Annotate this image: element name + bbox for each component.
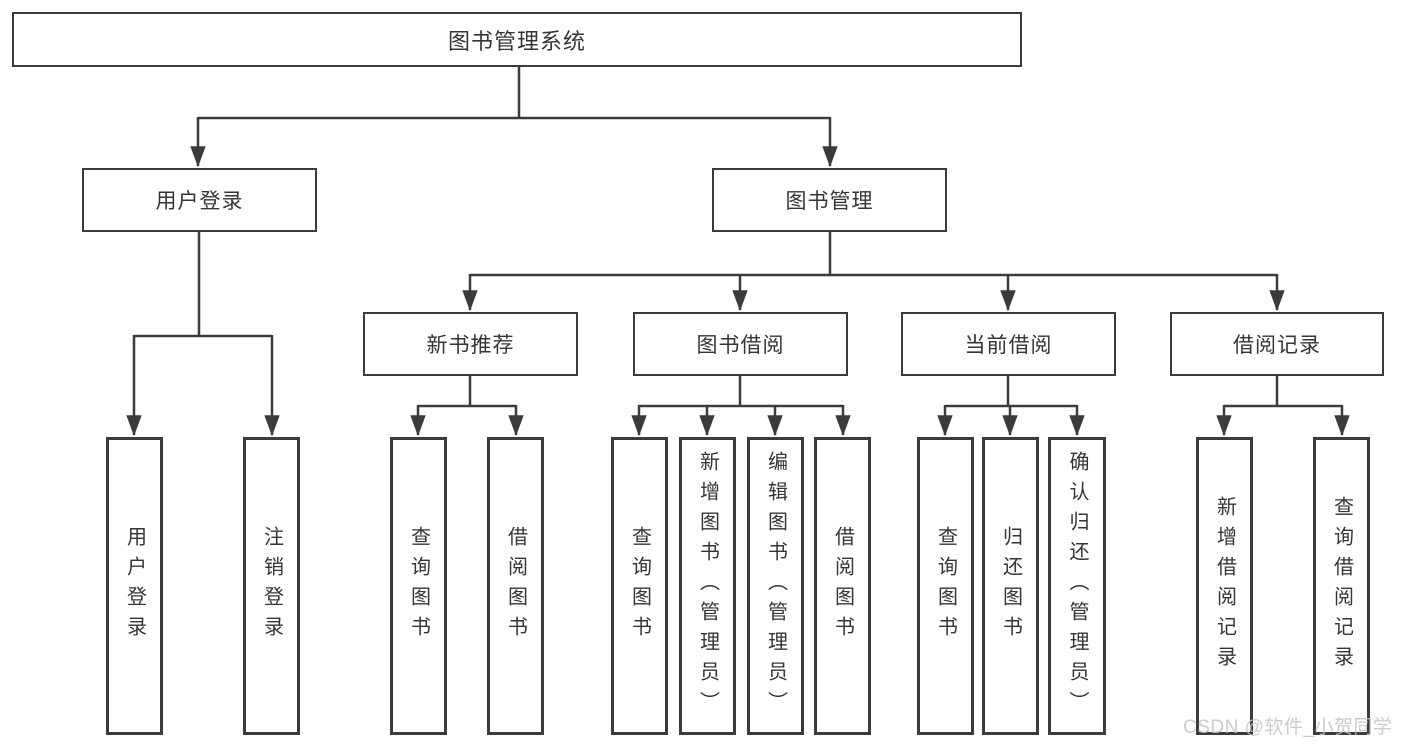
leaf-return-books-label: 归还图书	[999, 526, 1022, 646]
node-book-borrow-label: 图书借阅	[696, 334, 785, 357]
leaf-query-borrow-record: 查询借阅记录	[1313, 437, 1370, 735]
leaf-logout-label: 注销登录	[260, 526, 283, 646]
node-root-label: 图书管理系统	[447, 28, 586, 54]
leaf-query-books-borrow: 查询图书	[611, 437, 668, 735]
node-book-management: 图书管理	[712, 168, 947, 232]
leaf-query-books-current: 查询图书	[917, 437, 974, 735]
leaf-add-books-admin: 新增图书（管理员）	[679, 437, 736, 735]
edges-borrow-records-to-leaves	[1216, 376, 1350, 437]
leaf-return-books: 归还图书	[982, 437, 1039, 735]
node-new-book-recommend-label: 新书推荐	[426, 334, 515, 357]
leaf-user-login: 用户登录	[106, 437, 163, 735]
edges-current-borrow-to-leaves	[937, 376, 1085, 437]
edges-user-login-to-leaves	[126, 232, 280, 437]
edges-root-to-level2	[190, 67, 838, 168]
leaf-borrow-books-recommend-label: 借阅图书	[504, 526, 527, 646]
node-user-login-label: 用户登录	[155, 190, 244, 213]
node-user-login: 用户登录	[82, 168, 317, 232]
leaf-add-borrow-record-label: 新增借阅记录	[1213, 496, 1236, 676]
watermark: CSDN @软件_小贺同学	[1183, 717, 1393, 738]
node-root: 图书管理系统	[12, 12, 1022, 67]
node-current-borrow-label: 当前借阅	[964, 334, 1053, 357]
leaf-add-books-admin-label: 新增图书（管理员）	[696, 451, 719, 721]
node-borrow-records: 借阅记录	[1170, 312, 1384, 376]
leaf-confirm-return-admin: 确认归还（管理员）	[1048, 437, 1106, 735]
leaf-borrow-books-recommend: 借阅图书	[487, 437, 544, 735]
leaf-query-books-borrow-label: 查询图书	[628, 526, 651, 646]
node-current-borrow: 当前借阅	[901, 312, 1116, 376]
leaf-query-books-current-label: 查询图书	[934, 526, 957, 646]
node-book-management-label: 图书管理	[785, 190, 874, 213]
leaf-edit-books-admin-label: 编辑图书（管理员）	[764, 451, 787, 721]
edges-book-borrow-to-leaves	[631, 376, 851, 437]
leaf-borrow-books-label: 借阅图书	[831, 526, 854, 646]
leaf-edit-books-admin: 编辑图书（管理员）	[747, 437, 804, 735]
leaf-confirm-return-admin-label: 确认归还（管理员）	[1066, 451, 1088, 721]
node-book-borrow: 图书借阅	[633, 312, 848, 376]
leaf-user-login-label: 用户登录	[123, 526, 146, 646]
edges-book-mgmt-to-level3	[462, 232, 1285, 312]
leaf-query-books-recommend-label: 查询图书	[407, 526, 430, 646]
leaf-logout: 注销登录	[243, 437, 300, 735]
node-new-book-recommend: 新书推荐	[363, 312, 578, 376]
edges-new-book-recommend-to-leaves	[410, 376, 524, 437]
leaf-query-borrow-record-label: 查询借阅记录	[1330, 496, 1353, 676]
node-borrow-records-label: 借阅记录	[1233, 334, 1321, 357]
leaf-borrow-books: 借阅图书	[814, 437, 871, 735]
leaf-add-borrow-record: 新增借阅记录	[1196, 437, 1253, 735]
leaf-query-books-recommend: 查询图书	[390, 437, 447, 735]
